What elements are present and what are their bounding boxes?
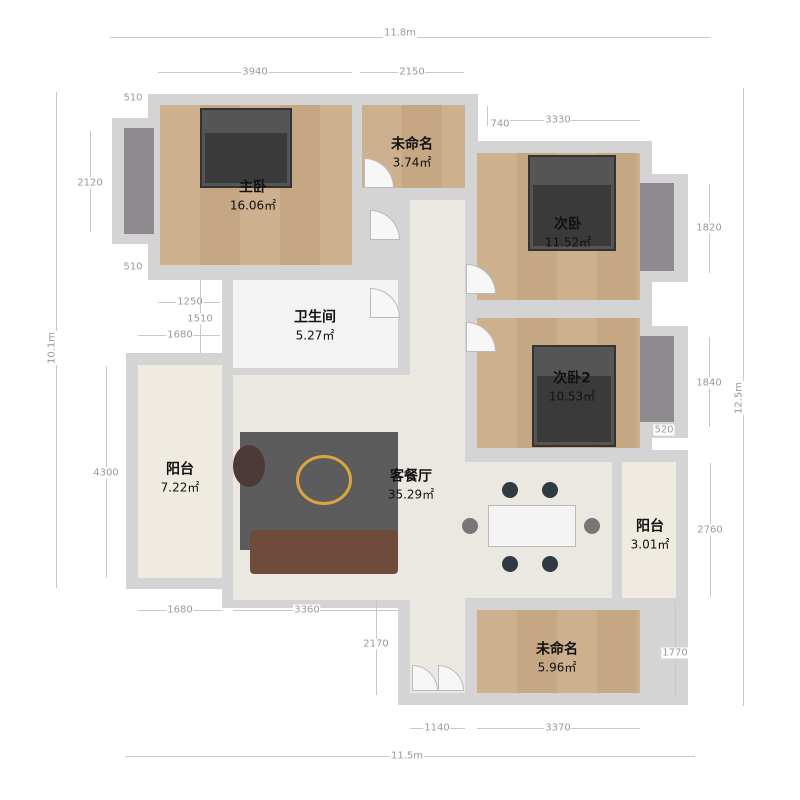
room-area: 3.74㎡ [392,155,432,170]
dimension-label: 3360 [293,604,321,616]
dimension-line [487,106,488,126]
room-name: 次卧 [553,216,582,233]
dining-chair [462,518,478,534]
room-unnamed-bottom [477,610,640,693]
dimension-right-total: 12.5m [733,380,745,416]
dimension-label: 1840 [695,377,723,389]
dining-chair [542,482,558,498]
room-name: 主卧 [238,179,267,196]
room-area: 35.29㎡ [387,487,435,502]
room-area: 7.22㎡ [160,480,200,495]
dimension-label: 1250 [176,296,204,308]
room-area: 5.96㎡ [537,660,577,675]
room-name: 阳台 [635,518,664,535]
room-area: 3.01㎡ [630,537,670,552]
dimension-label: 510 [122,92,144,104]
dimension-label: 3330 [544,114,572,126]
bay-window-seat [640,336,674,422]
label-master-bedroom: 主卧 16.06㎡ [230,177,276,214]
room-area: 5.27㎡ [295,328,335,343]
coffee-table [296,455,352,505]
bay-window-seat [640,183,674,271]
dining-table [488,505,576,547]
room-name: 卫生间 [294,309,336,326]
room-area: 11.52㎡ [544,235,592,250]
dimension-label: 510 [122,261,144,273]
dimension-label: 2170 [362,638,390,650]
dimension-label: 4300 [92,467,120,479]
dimension-label: 3370 [544,722,572,734]
room-name: 未命名 [391,136,433,153]
room-balcony-right [622,462,676,598]
armchair [233,445,265,487]
room-area: 16.06㎡ [229,198,277,213]
dining-chair [542,556,558,572]
dimension-label: 1770 [661,647,689,659]
label-bathroom: 卫生间 5.27㎡ [294,307,336,344]
dimension-label: 740 [489,118,511,130]
dimension-line [510,120,640,121]
dimension-label: 3940 [241,66,269,78]
label-unnamed-top: 未命名 3.74㎡ [391,134,433,171]
label-balcony-right: 阳台 3.01㎡ [631,516,670,553]
dimension-label: 1510 [186,313,214,325]
dining-chair [502,482,518,498]
room-name: 客餐厅 [389,468,432,485]
dining-chair [584,518,600,534]
bay-window-seat [124,128,154,234]
dimension-label: 2150 [398,66,426,78]
dimension-bottom-total: 11.5m [389,750,425,762]
dimension-label: 1140 [423,722,451,734]
bed [200,108,292,188]
label-second-bedroom-2: 次卧2 10.53㎡ [549,368,595,405]
dimension-label: 1680 [166,329,194,341]
sofa [250,530,398,574]
room-name: 未命名 [536,641,578,658]
label-balcony-left: 阳台 7.22㎡ [161,459,200,496]
room-area: 10.53㎡ [548,389,596,404]
room-balcony-left [138,365,222,578]
dimension-left-total: 10.1m [46,330,58,366]
dimension-top-total: 11.8m [382,27,418,39]
dimension-label: 1680 [166,604,194,616]
label-living-dining: 客餐厅 35.29㎡ [388,466,434,503]
bed [528,155,616,251]
label-second-bedroom: 次卧 11.52㎡ [545,214,591,251]
dimension-label: 1820 [695,222,723,234]
label-unnamed-bottom: 未命名 5.96㎡ [536,639,578,676]
dimension-label: 520 [653,424,675,436]
dimension-label: 2760 [696,524,724,536]
dimension-label: 2120 [76,177,104,189]
dining-chair [502,556,518,572]
bed [532,345,616,447]
room-name: 次卧2 [553,370,591,387]
room-name: 阳台 [165,461,194,478]
